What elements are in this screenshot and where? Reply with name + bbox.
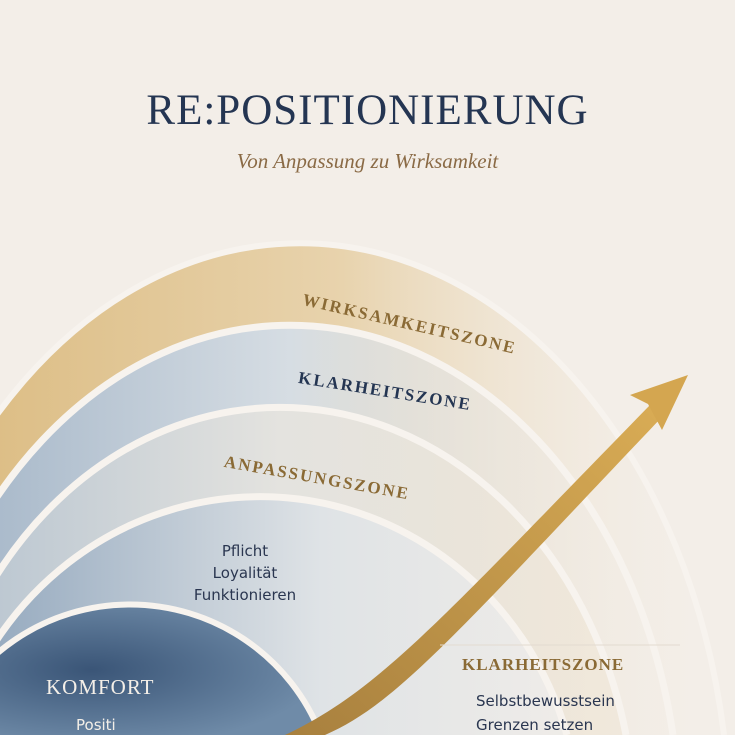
- legend-item: Selbstbewusstsein: [476, 692, 615, 710]
- page-title: RE:POSITIONIERUNG: [146, 87, 589, 134]
- arrow-head-icon: [630, 375, 688, 430]
- growth-arrow: [285, 405, 662, 735]
- label-komfort: KOMFORT: [46, 675, 155, 699]
- page-subtitle: Von Anpassung zu Wirksamkeit: [236, 149, 499, 173]
- inner-item: Pflicht: [221, 542, 269, 560]
- inner-item: Loyalität: [212, 564, 278, 582]
- legend-title: KLARHEITSZONE: [462, 655, 625, 674]
- inner-item: Funktionieren: [193, 586, 297, 604]
- komfort-circle: [0, 601, 324, 735]
- legend-item: Grenzen setzen: [476, 716, 594, 734]
- komfort-item: Positi: [76, 716, 116, 734]
- inner-items: Pflicht Loyalität Funktionieren: [160, 540, 330, 606]
